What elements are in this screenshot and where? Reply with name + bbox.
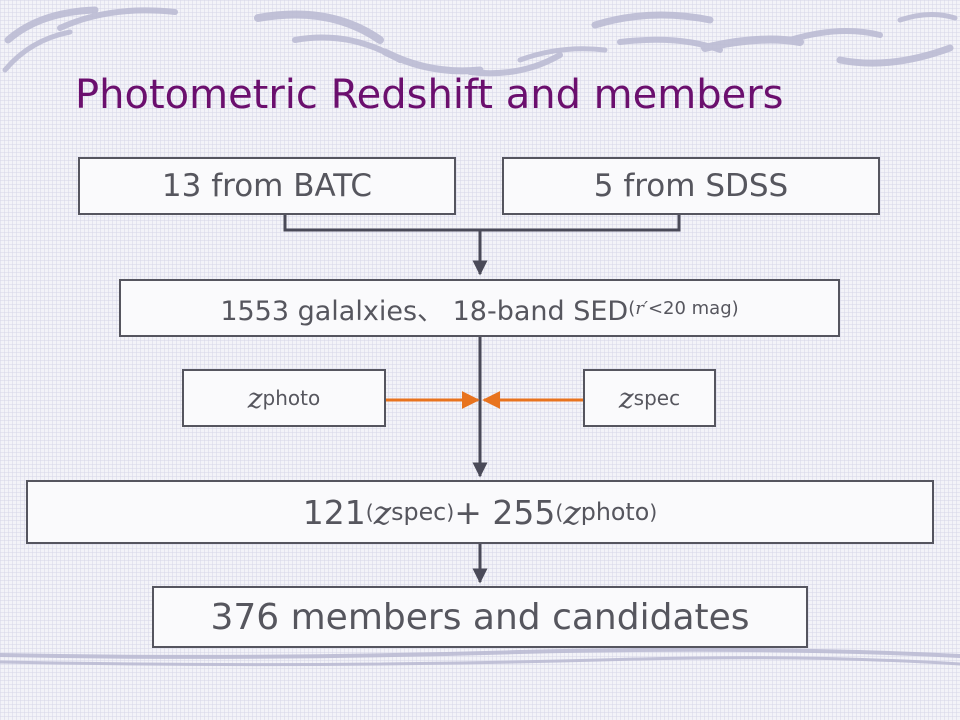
merge-bracket: [283, 215, 681, 232]
magnitude-condition: <20 mag): [647, 297, 739, 319]
combined-spec-subscript: spec: [391, 498, 447, 526]
z-photo-symbol: z: [247, 381, 263, 415]
z-photo-subscript: photo: [262, 386, 321, 410]
batc-box: 13 from BATC: [78, 157, 456, 215]
galaxies-paren-open: (: [628, 297, 636, 319]
combined-paren-open-1: (: [365, 500, 374, 524]
combined-paren-close-2: ): [649, 500, 658, 524]
combined-photo-count: + 255: [454, 492, 556, 532]
combined-paren-open-2: (: [555, 500, 564, 524]
sdss-box: 5 from SDSS: [502, 157, 880, 215]
combined-photo-subscript: photo: [580, 498, 650, 526]
slide-title: Photometric Redshift and members: [75, 72, 784, 118]
galaxies-count-text: 1553 galalxies、 18-band SED: [220, 295, 629, 327]
members-box: 376 members and candidates: [152, 586, 808, 648]
combined-z-spec: z: [373, 492, 392, 532]
z-spec-subscript: spec: [633, 386, 681, 410]
combined-z-photo: z: [563, 492, 581, 532]
z-spec-symbol: z: [618, 381, 634, 415]
r-magnitude-symbol: r′: [635, 297, 648, 319]
galaxies-box: 1553 galalxies、 18-band SED ( r′ <20 mag…: [119, 279, 840, 337]
combined-spec-count: 121: [302, 492, 366, 532]
combined-paren-close-1: ): [446, 500, 455, 524]
